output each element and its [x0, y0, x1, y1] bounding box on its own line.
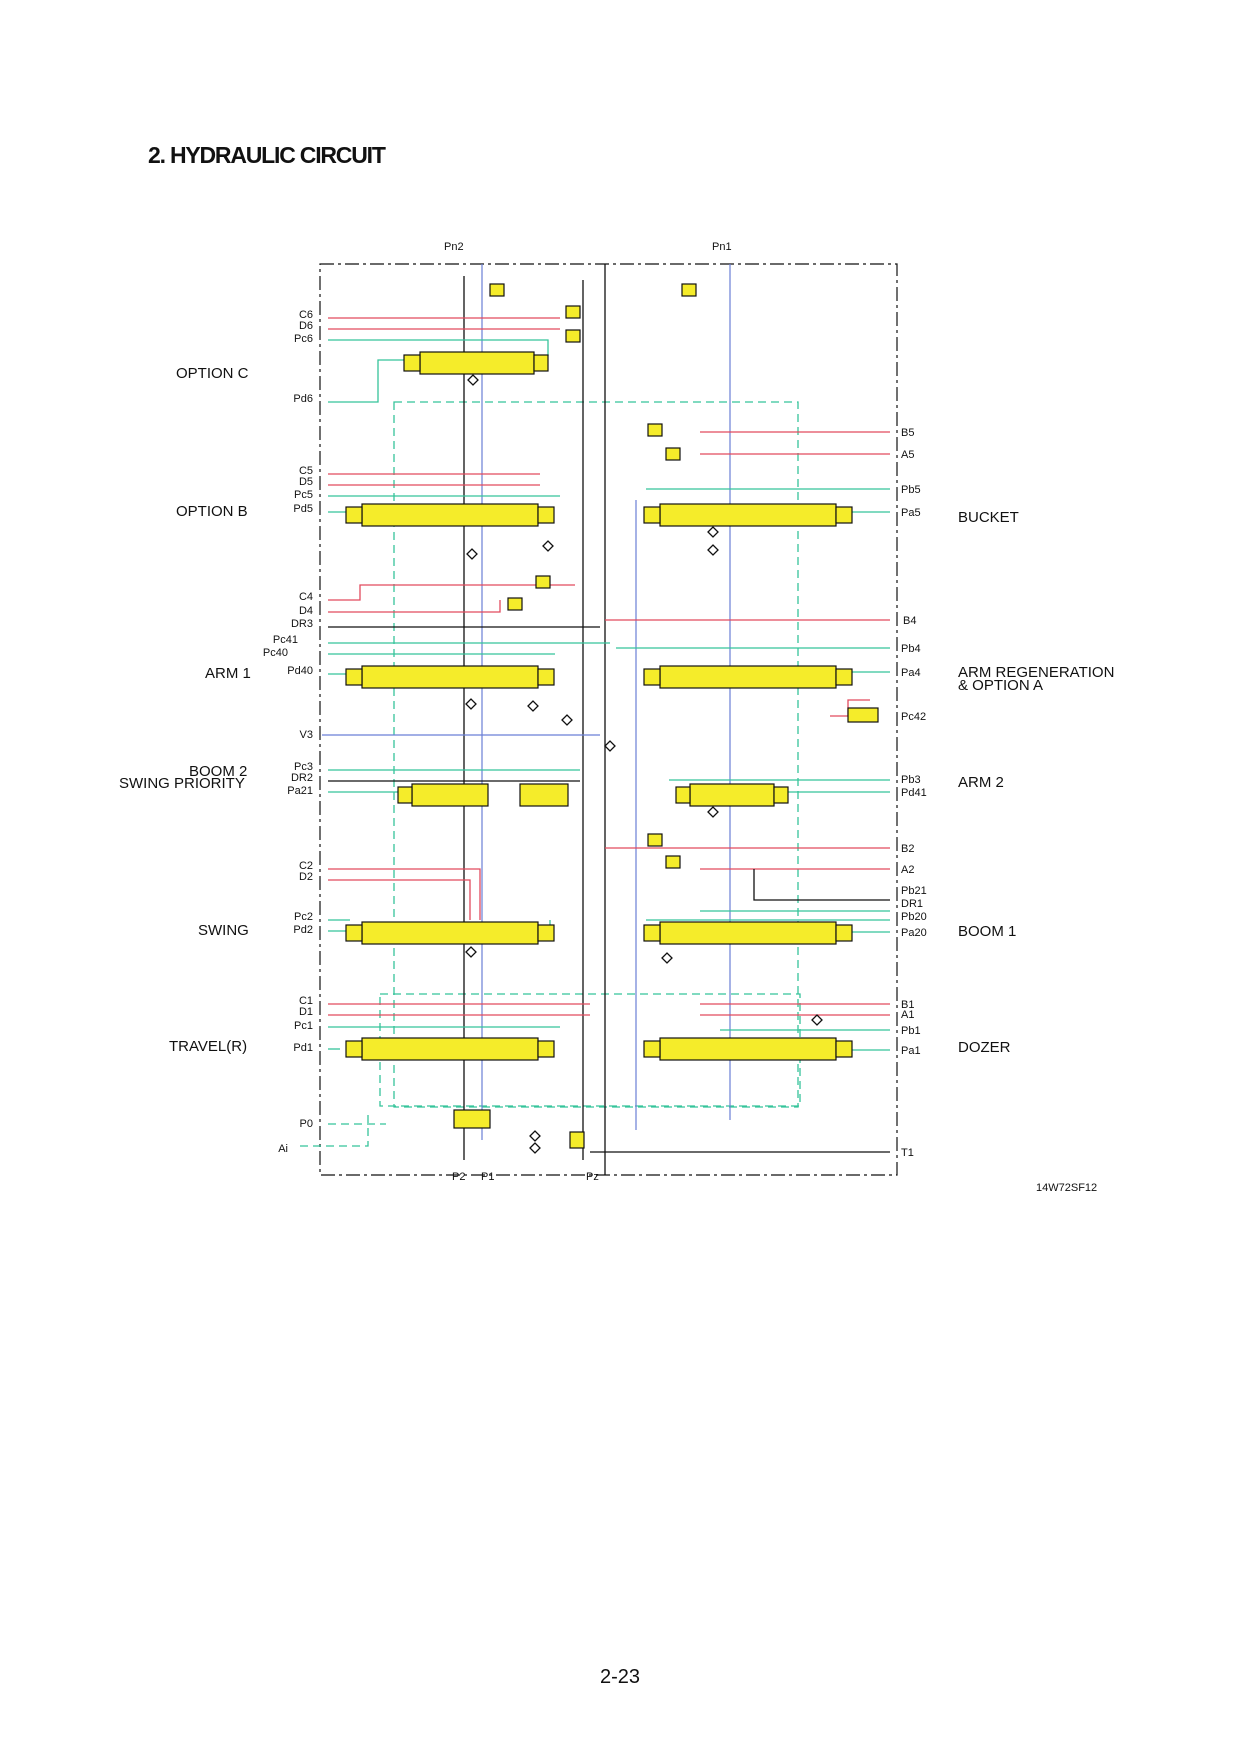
port-c6: C6	[299, 309, 313, 321]
section-label-option-b: OPTION B	[176, 503, 248, 520]
port-pb1: Pb1	[901, 1025, 921, 1037]
port-pc42: Pc42	[901, 711, 926, 723]
port-pa5: Pa5	[901, 507, 921, 519]
relief-valves	[453, 283, 697, 1149]
port-pc2: Pc2	[294, 911, 313, 923]
spool-arm2	[675, 783, 789, 807]
spool-dozer	[643, 1037, 853, 1061]
spool-arm-regen	[643, 665, 853, 689]
spool-swing-priority	[519, 783, 569, 807]
port-pc41: Pc41	[273, 634, 298, 646]
section-label-boom1: BOOM 1	[958, 923, 1016, 940]
port-pd6: Pd6	[293, 393, 313, 405]
port-pd1: Pd1	[293, 1042, 313, 1054]
port-d1: D1	[299, 1006, 313, 1018]
port-a1: A1	[901, 1009, 914, 1021]
port-dr3: DR3	[291, 618, 313, 630]
section-label-arm2: ARM 2	[958, 774, 1004, 791]
port-pc5: Pc5	[294, 489, 313, 501]
section-label-boom2: BOOM 2	[189, 763, 247, 780]
port-pn2: Pn2	[444, 241, 464, 253]
valve-body-frame	[319, 263, 898, 1176]
port-d5: D5	[299, 476, 313, 488]
spool-arm-regen-pilot	[847, 707, 879, 723]
section-label-swing-priority: SWING PRIORITY	[119, 775, 245, 792]
port-pd5: Pd5	[293, 503, 313, 515]
section-label-bucket: BUCKET	[958, 509, 1019, 526]
port-pd41: Pd41	[901, 787, 927, 799]
port-b1: B1	[901, 999, 914, 1011]
section-label-swing: SWING	[198, 922, 249, 939]
port-d4: D4	[299, 605, 313, 617]
port-pc40: Pc40	[263, 647, 288, 659]
port-c1: C1	[299, 995, 313, 1007]
pilot-enclosure	[393, 401, 799, 1108]
port-c5: C5	[299, 465, 313, 477]
port-d6: D6	[299, 320, 313, 332]
section-label-option-a: & OPTION A	[958, 677, 1043, 694]
port-dr1: DR1	[901, 898, 923, 910]
port-pb4: Pb4	[901, 643, 921, 655]
spool-option-b	[345, 503, 555, 527]
spool-option-c	[403, 351, 549, 375]
port-pd2: Pd2	[293, 924, 313, 936]
port-b4: B4	[903, 615, 916, 627]
section-label-dozer: DOZER	[958, 1039, 1011, 1056]
port-pa21: Pa21	[287, 785, 313, 797]
port-a5: A5	[901, 449, 914, 461]
port-b5: B5	[901, 427, 914, 439]
page-title: 2. HYDRAULIC CIRCUIT	[148, 142, 386, 168]
port-p2: P2	[452, 1171, 465, 1183]
spool-arm1	[345, 665, 555, 689]
section-label-travel-r: TRAVEL(R)	[169, 1038, 247, 1055]
port-pd40: Pd40	[287, 665, 313, 677]
port-pb20: Pb20	[901, 911, 927, 923]
section-label-option-c: OPTION C	[176, 365, 249, 382]
port-v3: V3	[300, 729, 313, 741]
left-work-lines	[300, 317, 610, 1147]
port-pb21: Pb21	[901, 885, 927, 897]
port-a2: A2	[901, 864, 914, 876]
port-c2: C2	[299, 860, 313, 872]
port-ai: Ai	[278, 1143, 288, 1155]
port-pb3: Pb3	[901, 774, 921, 786]
check-valves	[465, 374, 823, 1154]
port-p1: P1	[481, 1171, 494, 1183]
port-pc3: Pc3	[294, 761, 313, 773]
section-label-arm-regeneration: ARM REGENERATION	[958, 664, 1114, 681]
port-pa20: Pa20	[901, 927, 927, 939]
port-c4: C4	[299, 591, 313, 603]
spool-bucket	[643, 503, 853, 527]
spool-travel-r	[345, 1037, 555, 1061]
spool-boom2	[397, 783, 489, 807]
page-number: 2-23	[600, 1666, 641, 1688]
port-pa4: Pa4	[901, 667, 921, 679]
section-label-arm1: ARM 1	[205, 665, 251, 682]
port-pb5: Pb5	[901, 484, 921, 496]
port-pn1: Pn1	[712, 241, 732, 253]
port-p0: P0	[300, 1118, 313, 1130]
port-t1: T1	[901, 1147, 914, 1159]
port-pc6: Pc6	[294, 333, 313, 345]
spool-swing	[345, 921, 555, 945]
figure-id: 14W72SF12	[1036, 1182, 1098, 1194]
port-d2: D2	[299, 871, 313, 883]
port-pc1: Pc1	[294, 1020, 313, 1032]
spool-boom1	[643, 921, 853, 945]
port-pz: Pz	[586, 1171, 599, 1183]
port-b2: B2	[901, 843, 914, 855]
right-work-lines	[590, 431, 890, 1153]
port-dr2: DR2	[291, 772, 313, 784]
port-pa1: Pa1	[901, 1045, 921, 1057]
